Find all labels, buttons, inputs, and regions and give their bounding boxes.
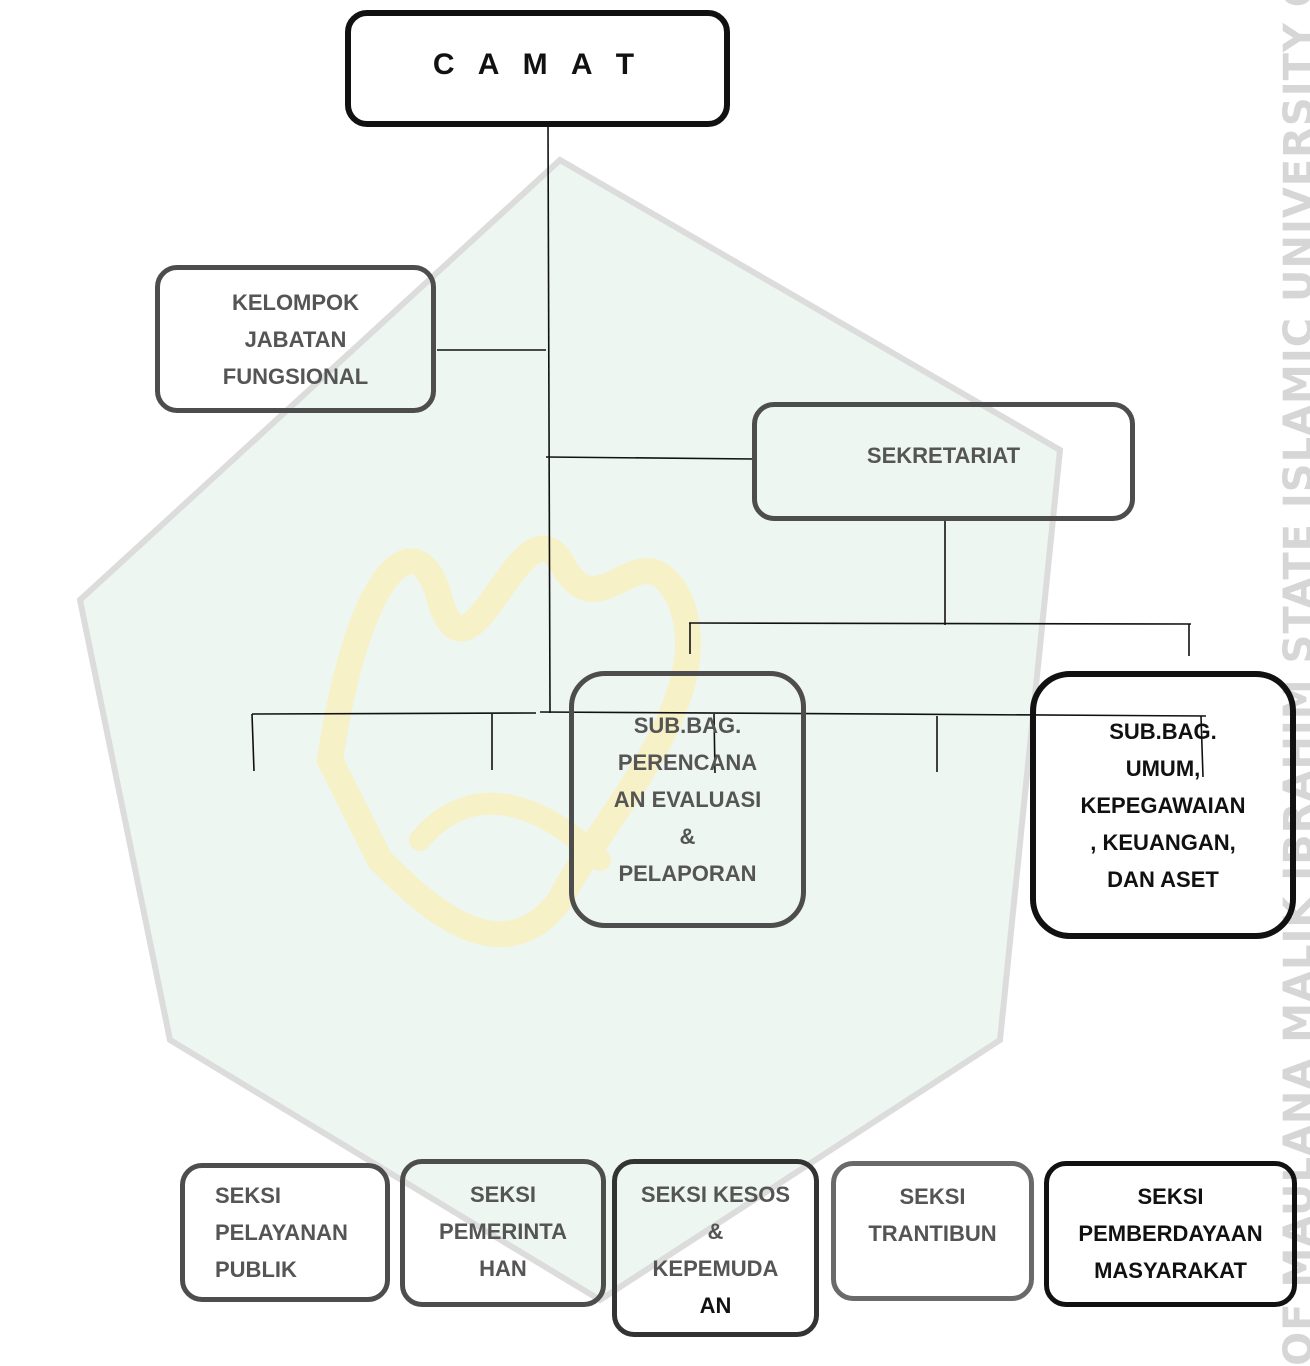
- node-seksi-pemberdayaan-masyarakat: SEKSI PEMBERDAYAAN MASYARAKAT: [1044, 1161, 1297, 1307]
- node-subbag-umum: SUB.BAG. UMUM, KEPEGAWAIAN , KEUANGAN, D…: [1030, 671, 1296, 939]
- node-seksi-kesos-kepemudaan: SEKSI KESOS & KEPEMUDA AN: [612, 1159, 819, 1337]
- node-seksi-pelayanan-publik: SEKSI PELAYANAN PUBLIK: [180, 1163, 390, 1302]
- node-text-line: SEKSI: [1137, 1184, 1204, 1209]
- node-text-line: JABATAN: [244, 326, 347, 352]
- node-text-line: TRANTIBUN: [868, 1221, 997, 1246]
- node-kelompok-jabatan-fungsional: KELOMPOK JABATAN FUNGSIONAL: [155, 265, 436, 413]
- node-text-line: SEKSI: [469, 1182, 537, 1207]
- node-text-line: SEKRETARIAT: [866, 443, 1021, 468]
- node-text-line: KEPEGAWAIAN: [1080, 792, 1246, 818]
- node-text-line: KELOMPOK: [231, 289, 360, 315]
- node-text-line: MASYARAKAT: [1094, 1258, 1247, 1283]
- node-text-line: PERENCANA: [617, 750, 758, 775]
- node-text-line: PELAYANAN: [215, 1220, 348, 1245]
- node-text-line: AN EVALUASI: [613, 787, 762, 812]
- node-text-line: DAN ASET: [1107, 866, 1219, 892]
- node-text-line: SUB.BAG.: [633, 713, 742, 738]
- connector-lines: [251, 125, 1207, 778]
- node-text-line: SEKSI: [215, 1183, 282, 1208]
- node-text-line: HAN: [479, 1256, 527, 1281]
- node-subbag-perencanaan: SUB.BAG. PERENCANA AN EVALUASI & PELAPOR…: [569, 671, 806, 928]
- node-seksi-pemerintahan: SEKSI PEMERINTA HAN: [400, 1159, 606, 1307]
- node-text-line: PEMERINTA: [439, 1219, 567, 1244]
- node-text-line: PELAPORAN: [618, 861, 757, 886]
- node-sekretariat: SEKRETARIAT: [752, 402, 1135, 521]
- node-text-line: PUBLIK: [215, 1257, 297, 1282]
- node-text-line: &: [679, 824, 696, 849]
- node-text-line: PEMBERDAYAAN: [1078, 1221, 1263, 1246]
- node-text-line: , KEUANGAN,: [1090, 829, 1236, 855]
- node-text-line: SEKSI KESOS: [640, 1182, 791, 1207]
- node-camat: C A M A T: [345, 10, 730, 127]
- node-text-line: SEKSI: [899, 1184, 966, 1209]
- node-seksi-trantibun: SEKSI TRANTIBUN: [831, 1161, 1034, 1301]
- node-text-line: UMUM,: [1125, 755, 1201, 781]
- camat-label: C A M A T: [432, 48, 643, 81]
- node-text-line: AN: [699, 1293, 732, 1318]
- node-text-line: &: [707, 1219, 724, 1244]
- node-text-line: FUNGSIONAL: [222, 363, 369, 389]
- node-text-line: SUB.BAG.: [1109, 718, 1217, 744]
- node-text-line: KEPEMUDA: [652, 1256, 779, 1281]
